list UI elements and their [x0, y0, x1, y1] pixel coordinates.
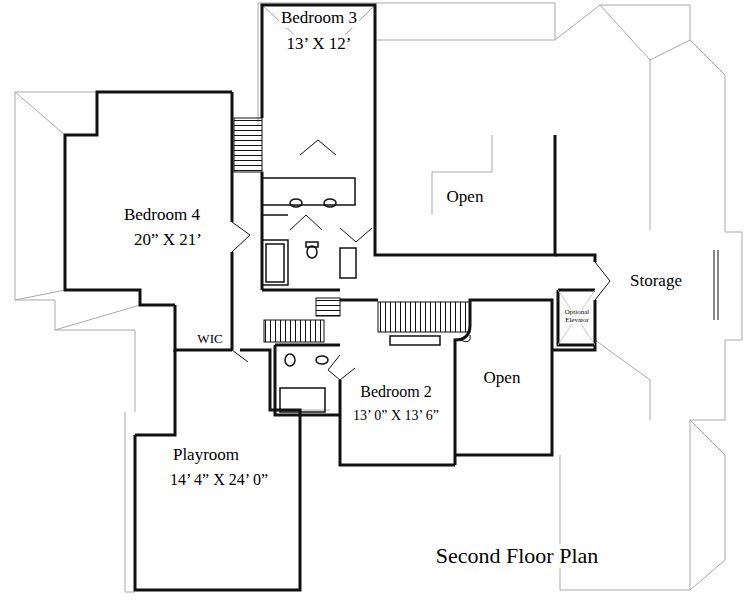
room-name: Playroom — [171, 446, 241, 465]
room-dimension: 14’ 4” X 24’ 0” — [168, 471, 270, 489]
room-name: WIC — [195, 332, 224, 346]
room-name: Open — [482, 369, 523, 388]
room-name: Optional Elevator — [562, 309, 592, 324]
room-dimension: 20” X 21’ — [132, 231, 204, 250]
stair — [264, 320, 324, 342]
fixture — [262, 178, 595, 412]
wall-hairline — [714, 250, 718, 320]
room-dimension: 13’ X 12’ — [285, 35, 354, 54]
room-name: Bedroom 2 — [358, 383, 434, 401]
door-swing — [232, 140, 610, 380]
room-name: Bedroom 4 — [122, 206, 202, 225]
stair — [378, 302, 470, 332]
room-name: Open — [445, 188, 486, 207]
stair — [316, 298, 340, 316]
wall — [65, 5, 595, 590]
room-dimension: 13’ 0” X 13’ 6” — [351, 408, 441, 423]
plan-caption: Second Floor Plan — [434, 544, 601, 568]
room-name: Storage — [628, 272, 684, 291]
roof-outline — [15, 3, 742, 592]
room-name: Bedroom 3 — [279, 9, 359, 28]
stair — [234, 118, 262, 172]
